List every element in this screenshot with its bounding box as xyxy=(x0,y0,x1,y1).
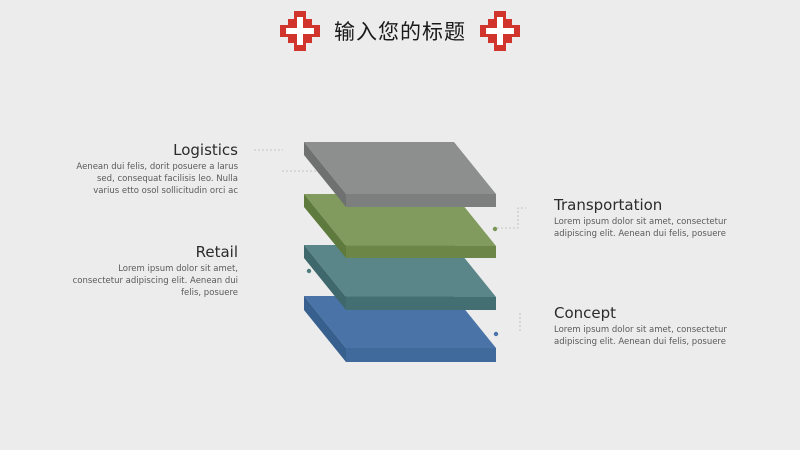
concept-block: Concept Lorem ipsum dolor sit amet, cons… xyxy=(554,304,729,348)
transportation-body: Lorem ipsum dolor sit amet, consectetur … xyxy=(554,217,727,239)
concept-heading: Concept xyxy=(554,304,617,322)
retail-body: Lorem ipsum dolor sit amet, consectetur … xyxy=(72,264,238,298)
logistics-body: Aenean dui felis, dorit posuere a larus … xyxy=(76,162,238,196)
concept-body: Lorem ipsum dolor sit amet, consectetur … xyxy=(554,325,727,347)
transportation-heading: Transportation xyxy=(554,196,663,214)
teal-marker-dot xyxy=(306,268,312,274)
blue-marker-dot xyxy=(493,331,499,337)
green-marker-dot xyxy=(492,226,498,232)
transportation-block: Transportation Lorem ipsum dolor sit ame… xyxy=(554,196,729,240)
red-cross-icon xyxy=(280,11,320,51)
red-cross-icon xyxy=(480,11,520,51)
layer-gray xyxy=(304,142,496,207)
logistics-block: Logistics Aenean dui felis, dorit posuer… xyxy=(70,141,238,197)
logistics-heading: Logistics xyxy=(173,141,238,159)
title-bar: 输入您的标题 xyxy=(0,8,800,54)
page-title: 输入您的标题 xyxy=(334,20,466,44)
transportation-connector xyxy=(497,207,526,229)
connector-lines xyxy=(254,149,526,333)
retail-heading: Retail xyxy=(195,243,238,261)
retail-block: Retail Lorem ipsum dolor sit amet, conse… xyxy=(70,243,238,299)
